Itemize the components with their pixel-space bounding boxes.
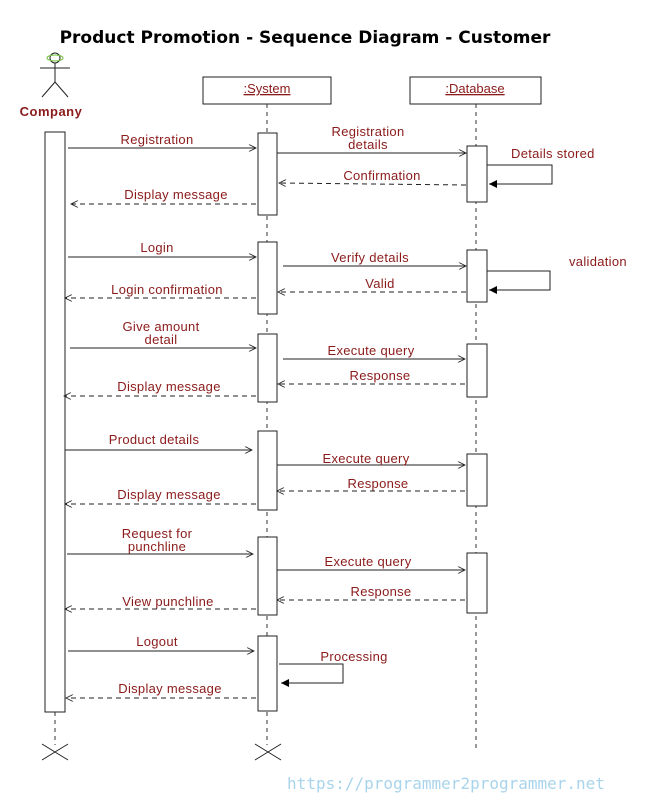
message-label: Registration [332, 124, 405, 139]
message-label: Execute query [322, 451, 409, 466]
message-label: Execute query [324, 554, 411, 569]
system-activation-bar [257, 132, 278, 216]
message-label: Request for [122, 526, 193, 541]
message-label: Login [140, 240, 173, 255]
system-object-label: :System [244, 81, 291, 96]
message-label: Display message [118, 681, 222, 696]
message-label: Processing [320, 649, 387, 664]
database-activation-bar [466, 145, 488, 203]
database-activation-bar [466, 552, 488, 614]
message-label: punchline [128, 539, 186, 554]
message-label: Display message [124, 187, 228, 202]
system-activation-bar [257, 536, 278, 616]
message-label: View punchline [122, 594, 213, 609]
message-label: Registration [121, 132, 194, 147]
return-arrow [279, 183, 467, 185]
actor-icon [40, 52, 70, 98]
database-activation-bar [466, 453, 488, 507]
message-label: Login confirmation [111, 282, 223, 297]
system-object-box [202, 76, 332, 105]
message-label: Logout [136, 634, 178, 649]
message-label: Response [350, 368, 411, 383]
message-label: Details stored [511, 146, 595, 161]
self-message-arrow [279, 663, 344, 687]
message-label: Valid [365, 276, 394, 291]
system-activation-bar [257, 635, 278, 712]
message-label: Execute query [327, 343, 414, 358]
message-label: Product details [109, 432, 200, 447]
message-label: Response [351, 584, 412, 599]
system-activation-bar [257, 333, 278, 403]
message-label: Response [348, 476, 409, 491]
message-label: details [348, 137, 388, 152]
message-label: detail [145, 332, 178, 347]
message-label: Confirmation [343, 168, 420, 183]
message-label: Display message [117, 487, 221, 502]
system-activation-bar [257, 241, 278, 315]
company-destroy-mark [41, 743, 69, 761]
self-message-arrow [487, 164, 553, 188]
database-object-label: :Database [445, 81, 504, 96]
database-activation-bar [466, 249, 488, 303]
database-activation-bar [466, 343, 488, 398]
message-label: Give amount [122, 319, 199, 334]
message-label: Display message [117, 379, 221, 394]
actor-label: Company [20, 104, 83, 119]
system-activation-bar [257, 430, 278, 511]
system-destroy-mark [254, 743, 282, 761]
database-object-box [409, 76, 542, 105]
self-message-arrow [487, 270, 551, 294]
message-label: Verify details [331, 250, 409, 265]
company-activation-bar [44, 131, 66, 713]
diagram-title: Product Promotion - Sequence Diagram - C… [60, 28, 551, 48]
watermark-text: https://programmer2programmer.net [287, 774, 605, 793]
message-label: validation [569, 254, 627, 269]
